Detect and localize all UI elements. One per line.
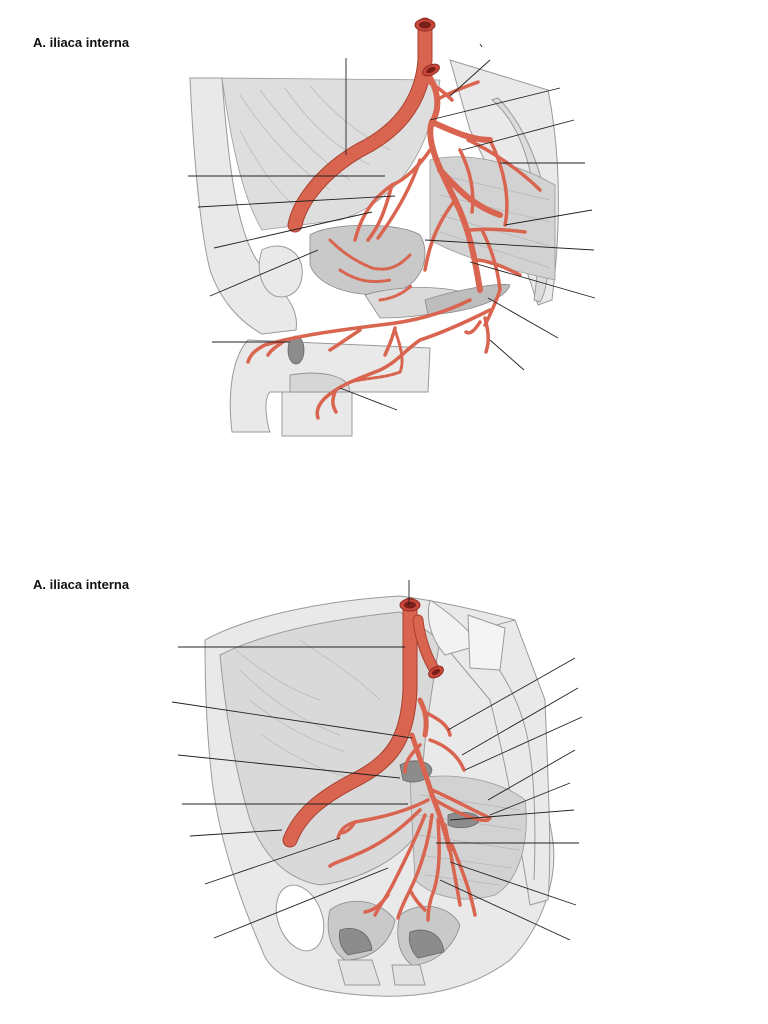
lateral-pelvis-illustration — [188, 17, 596, 437]
internal-iliac-artery-tree-medial — [282, 597, 492, 922]
medial-pelvis-illustration — [171, 580, 583, 997]
label-leader-lines-figure-1 — [188, 43, 596, 411]
internal-iliac-artery-tree — [246, 17, 542, 420]
figure-2-title: A. iliaca interna — [33, 577, 130, 592]
figure-1-title: A. iliaca interna — [33, 35, 130, 50]
label-leader-lines-figure-2 — [171, 580, 583, 941]
hemipelvis-outline — [204, 595, 555, 997]
